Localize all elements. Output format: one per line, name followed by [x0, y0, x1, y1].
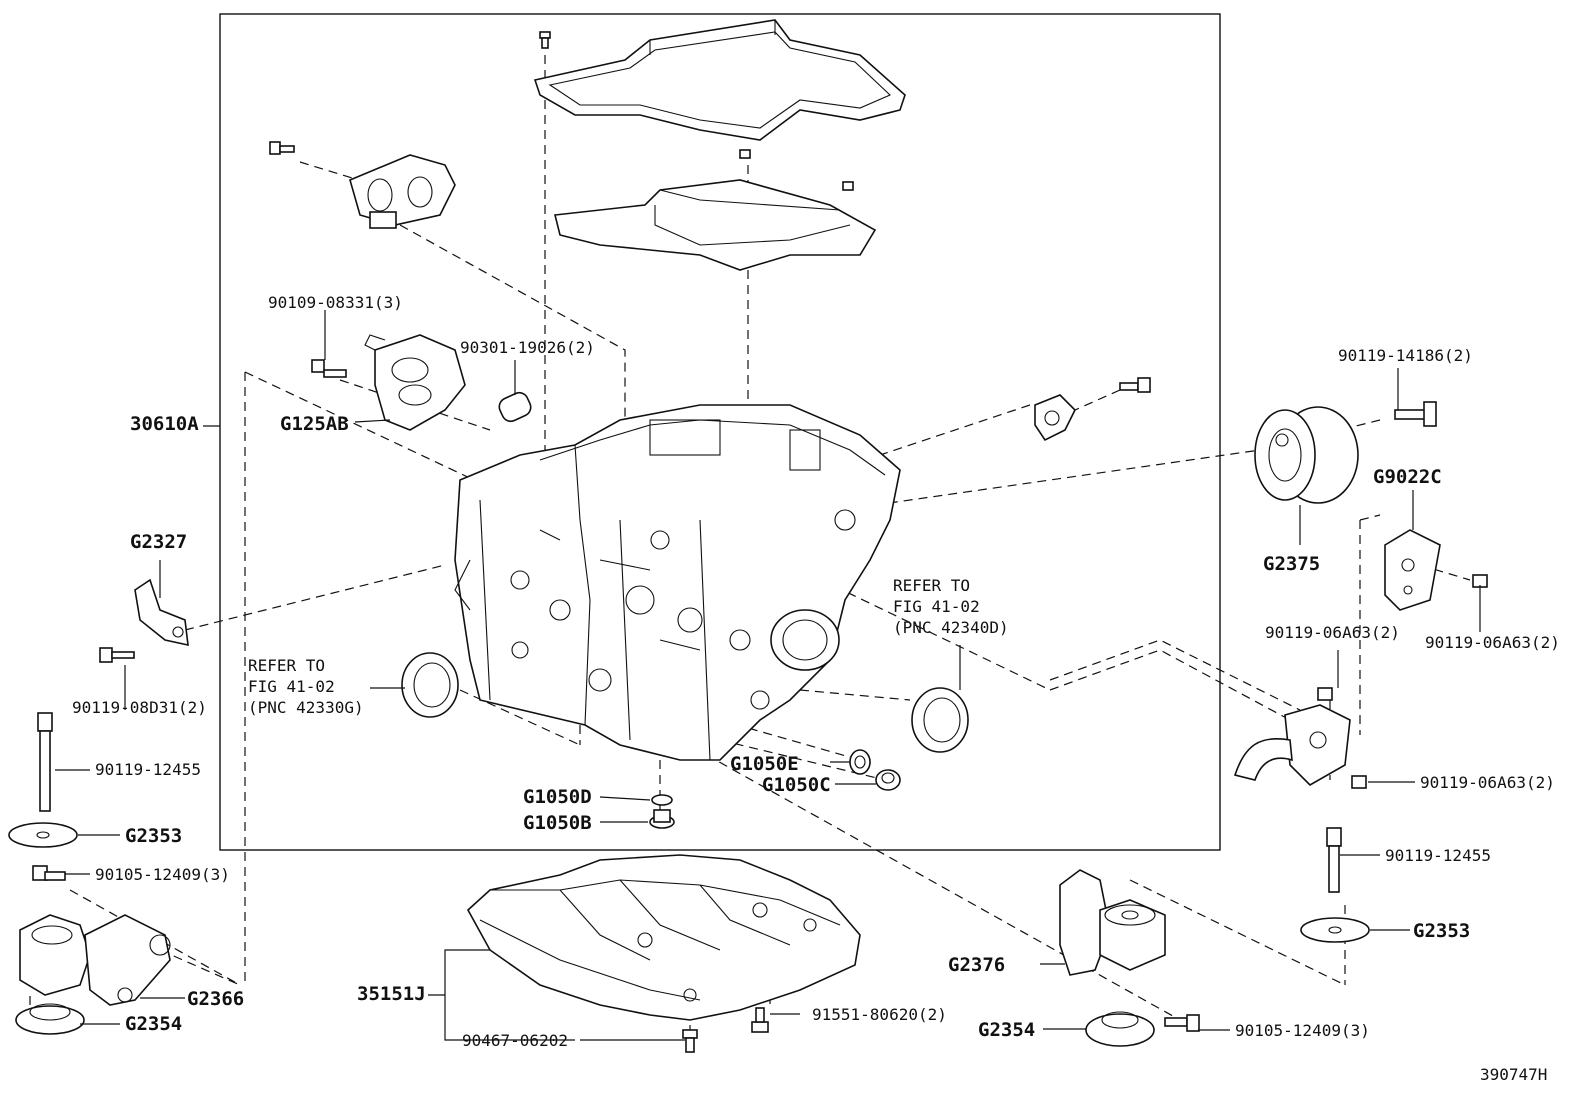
washer-g2353-right[interactable] — [1300, 917, 1370, 943]
bolt-06a63-c-icon — [1351, 775, 1367, 789]
bracket-g9022c[interactable] — [1384, 529, 1441, 611]
gasket-g1050d[interactable] — [651, 794, 673, 806]
pipe-housing[interactable] — [349, 154, 456, 229]
label-91551-80620: 91551-80620(2) — [812, 1005, 947, 1024]
label-90301-19026: 90301-19026(2) — [460, 338, 595, 357]
engine-mount-g2376[interactable] — [1059, 869, 1166, 976]
label-g1050d: G1050D — [523, 786, 592, 808]
bracket-g2327[interactable] — [134, 578, 189, 647]
label-90119-06a63-b: 90119-06A63(2) — [1425, 633, 1560, 652]
assembly-frame — [219, 13, 1221, 851]
label-35151j: 35151J — [357, 983, 426, 1005]
gasket-g1050e[interactable] — [849, 749, 871, 775]
label-g2354-right: G2354 — [978, 1019, 1035, 1041]
refer-left-line3: (PNC 42330G) — [248, 698, 364, 717]
washer-g2353-left[interactable] — [8, 822, 78, 848]
bolt-90109-icon — [311, 359, 347, 378]
callout-labels: 90109-08331(3) 90301-19026(2) 30610A G12… — [72, 293, 1560, 1084]
oil-cooler-g125ab[interactable] — [364, 334, 466, 431]
stopper-g2354-right[interactable] — [1085, 1011, 1155, 1047]
label-g2366: G2366 — [187, 988, 244, 1010]
oil-seal-left[interactable] — [401, 652, 459, 718]
bolt-06a63-a-icon — [1317, 687, 1333, 701]
mount-bracket-right[interactable] — [1233, 704, 1351, 786]
label-g1050b: G1050B — [523, 812, 592, 834]
label-90119-06a63-a: 90119-06A63(2) — [1265, 623, 1400, 642]
label-90105-12409-left: 90105-12409(3) — [95, 865, 230, 884]
label-g2353-right: G2353 — [1413, 920, 1470, 942]
engine-mount-g2366[interactable] — [19, 914, 171, 1006]
label-g1050c: G1050C — [762, 774, 831, 796]
oil-pan-cover[interactable] — [533, 19, 906, 141]
plug-g1050c[interactable] — [875, 769, 901, 791]
clip-90467-icon — [682, 1029, 698, 1053]
bolt-90119-14186-icon — [1394, 401, 1437, 427]
bolt-90119-08d31-icon — [99, 647, 135, 663]
sensor-bolt-icon — [1119, 377, 1151, 393]
control-plate[interactable] — [554, 149, 877, 271]
bolt-91551-icon — [751, 1007, 769, 1033]
label-g2353-left: G2353 — [125, 825, 182, 847]
leader-lines — [55, 310, 1481, 1041]
label-90119-12455-left: 90119-12455 — [95, 760, 201, 779]
label-g2375: G2375 — [1263, 553, 1320, 575]
stopper-g2354-left[interactable] — [15, 1003, 85, 1035]
label-g9022c: G9022C — [1373, 466, 1442, 488]
long-bolt-left-icon — [37, 712, 53, 812]
label-g2327: G2327 — [130, 531, 187, 553]
label-90119-14186: 90119-14186(2) — [1338, 346, 1473, 365]
bolt-90105-right-icon — [1164, 1014, 1200, 1032]
refer-right-line2: FIG 41-02 — [893, 597, 980, 616]
refer-left-line1: REFER TO — [248, 656, 325, 675]
damper-g2375[interactable] — [1254, 406, 1359, 504]
refer-right-line1: REFER TO — [893, 576, 970, 595]
label-30610a: 30610A — [130, 413, 199, 435]
transaxle-case-30610a[interactable] — [454, 404, 901, 761]
label-90119-08d31: 90119-08D31(2) — [72, 698, 207, 717]
diagram-id: 390747H — [1480, 1065, 1547, 1084]
bolt-90105-left-icon — [32, 865, 66, 881]
label-g2354-left: G2354 — [125, 1013, 182, 1035]
plug-g1050b[interactable] — [649, 809, 675, 829]
long-bolt-right-icon — [1326, 827, 1342, 893]
label-90109-08331: 90109-08331(3) — [268, 293, 403, 312]
top-cover-bolt-icon — [539, 31, 551, 49]
label-g125ab: G125AB — [280, 413, 349, 435]
undercover-35151j[interactable] — [466, 854, 861, 1021]
label-g2376: G2376 — [948, 954, 1005, 976]
pipe-bolt-icon — [269, 141, 295, 155]
refer-right-line3: (PNC 42340D) — [893, 618, 1009, 637]
speed-sensor[interactable] — [1034, 394, 1076, 442]
label-90467-06202: 90467-06202 — [462, 1031, 568, 1050]
label-90105-12409-right: 90105-12409(3) — [1235, 1021, 1370, 1040]
o-ring-90301[interactable] — [496, 390, 533, 424]
refer-left-line2: FIG 41-02 — [248, 677, 335, 696]
label-g1050e: G1050E — [730, 753, 799, 775]
label-90119-12455-right: 90119-12455 — [1385, 846, 1491, 865]
label-90119-06a63-c: 90119-06A63(2) — [1420, 773, 1555, 792]
oil-seal-right[interactable] — [911, 687, 969, 753]
